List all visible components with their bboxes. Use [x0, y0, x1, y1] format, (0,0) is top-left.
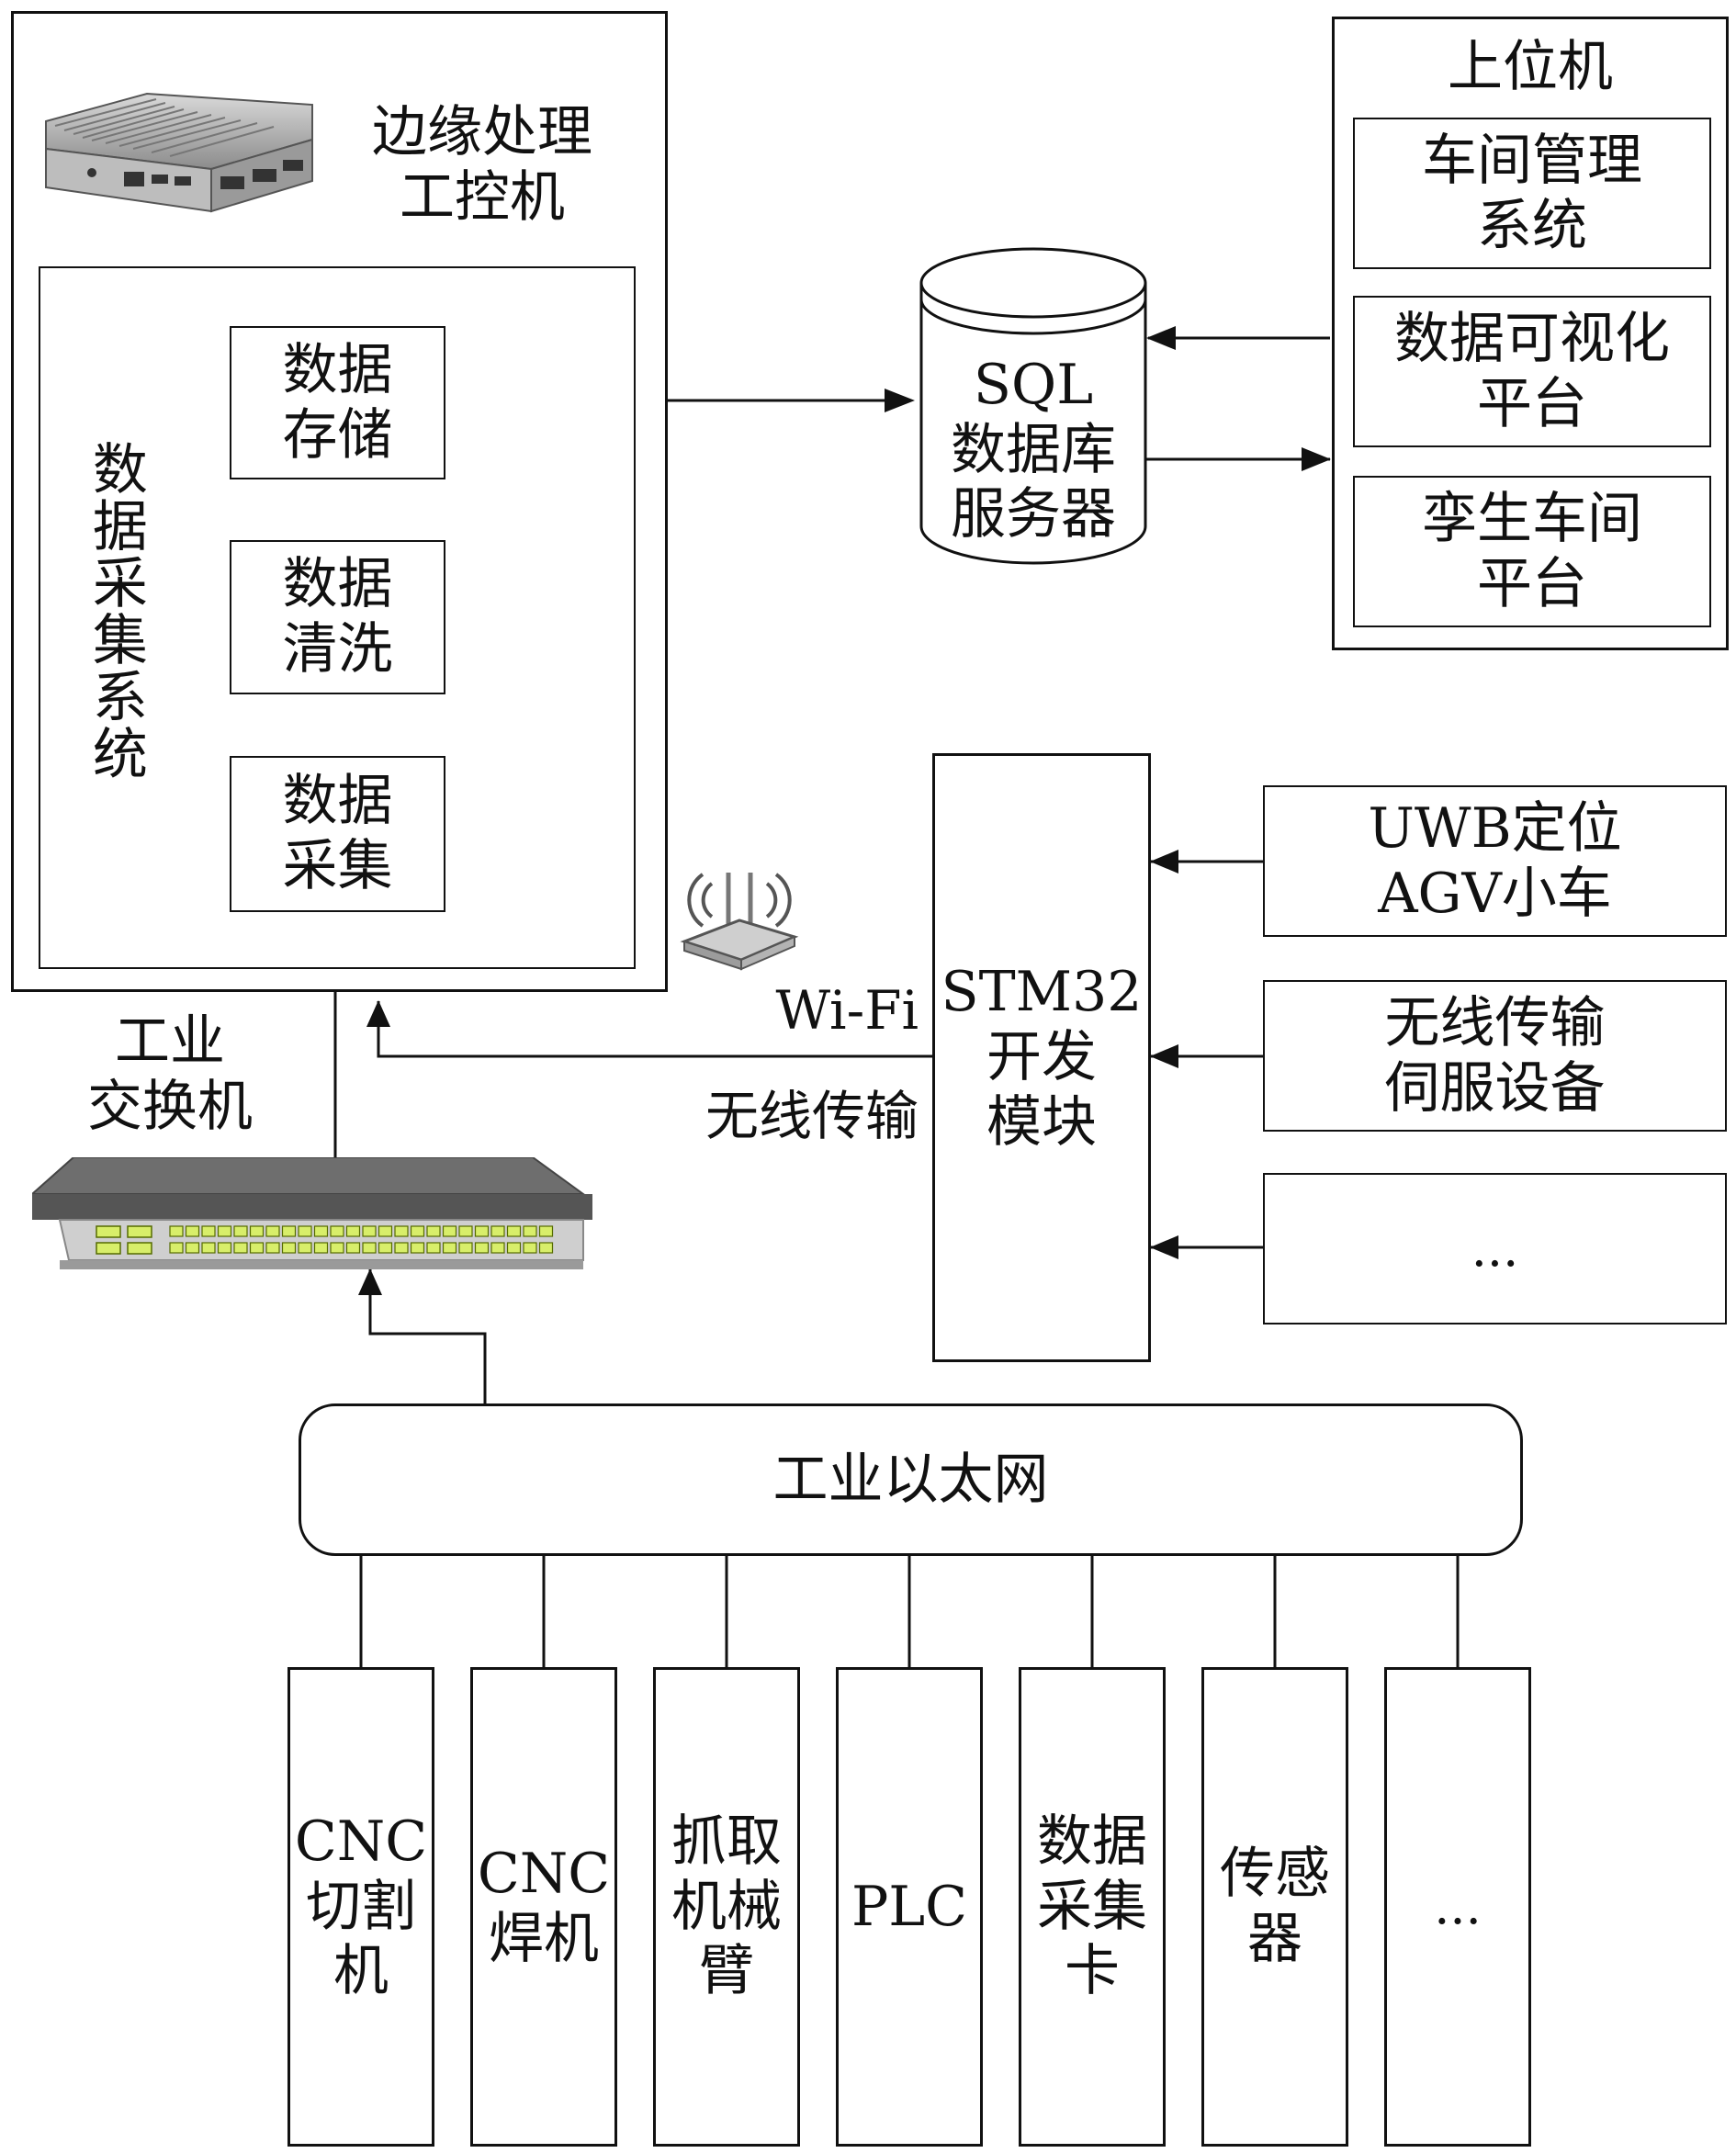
industrial-pc-icon — [45, 92, 313, 213]
device-plc: PLC — [836, 1667, 983, 2147]
wifi-router-icon — [680, 873, 799, 971]
data-store-box: 数据 存储 — [230, 326, 445, 479]
device-more: ... — [1384, 1667, 1531, 2147]
device-robotic-arm: 抓取 机械 臂 — [653, 1667, 800, 2147]
sql-database-cylinder — [919, 247, 1147, 565]
uwb-agv-box: UWB定位 AGV小车 — [1263, 785, 1727, 937]
digital-twin-workshop-box: 孪生车间 平台 — [1353, 476, 1711, 627]
wireless-servo-box: 无线传输 伺服设备 — [1263, 980, 1727, 1132]
sql-database-label: SQL 数据库 服务器 — [951, 352, 1116, 547]
more-peripherals-box: ... — [1263, 1173, 1727, 1324]
edge-ipc-title: 边缘处理 工控机 — [372, 100, 592, 230]
wifi-label: Wi-Fi — [775, 978, 919, 1042]
industrial-ethernet-bus: 工业以太网 — [299, 1403, 1523, 1556]
device-sensor: 传感 器 — [1201, 1667, 1348, 2147]
arrow-ethernet-to-switch — [368, 1269, 487, 1403]
data-visualization-platform-box: 数据可视化 平台 — [1353, 296, 1711, 447]
data-clean-box: 数据 清洗 — [230, 540, 445, 694]
data-collect-box: 数据 采集 — [230, 756, 445, 912]
industrial-switch-label: 工业 交换机 — [87, 1009, 253, 1139]
device-cnc-cutter: CNC 切割 机 — [287, 1667, 434, 2147]
device-data-acquisition-card: 数据 采集 卡 — [1019, 1667, 1166, 2147]
wireless-transmission-label: 无线传输 — [705, 1084, 919, 1147]
host-computer-title: 上位机 — [1448, 34, 1613, 99]
industrial-switch-icon — [32, 1157, 592, 1269]
stm32-module-box: STM32 开发 模块 — [932, 753, 1151, 1362]
data-collection-system-label: 数据采集系统 — [83, 440, 148, 782]
workshop-management-system-box: 车间管理 系统 — [1353, 118, 1711, 269]
device-cnc-welder: CNC 焊机 — [470, 1667, 617, 2147]
